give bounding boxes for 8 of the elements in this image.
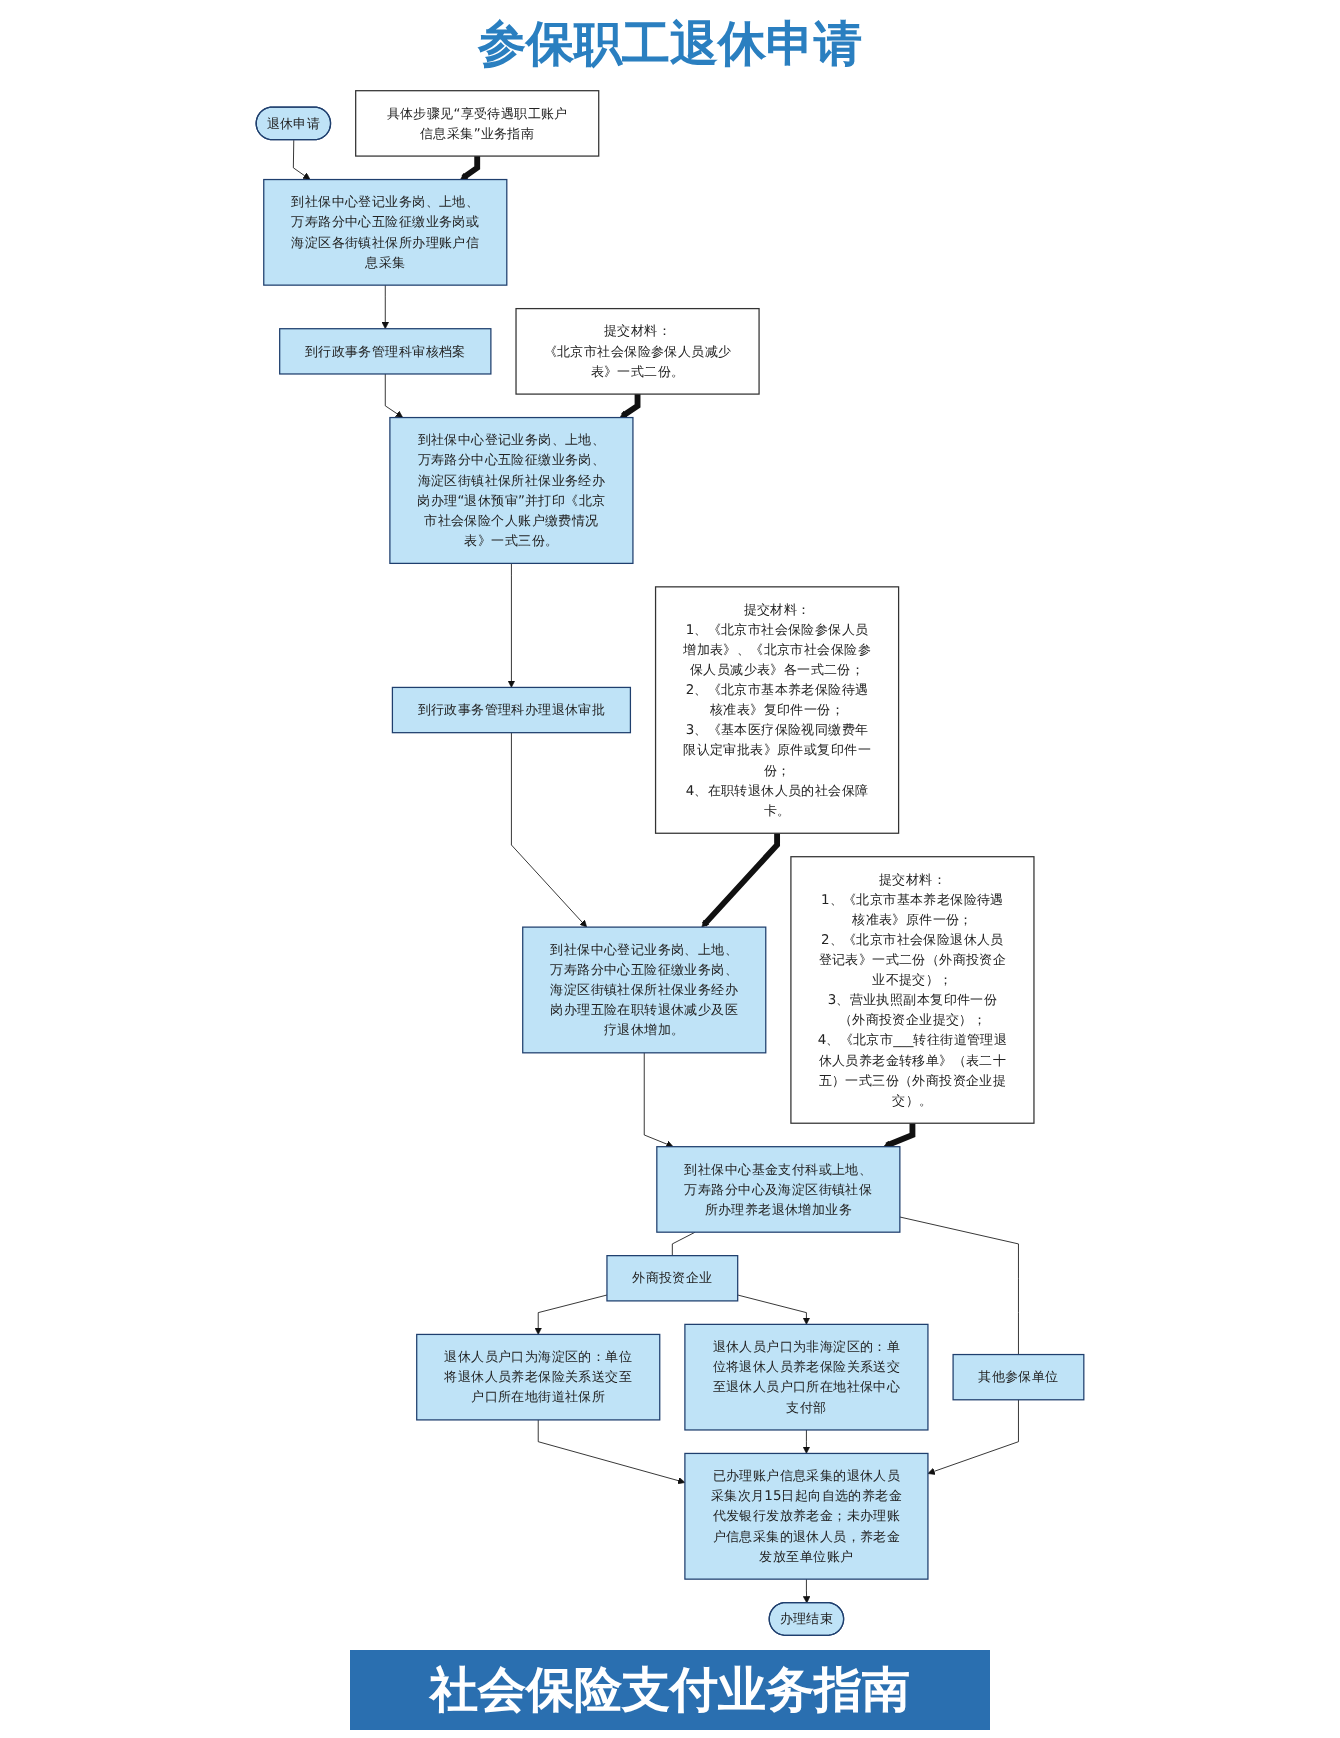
connector [899,1216,1019,1355]
connector [671,1231,696,1257]
caption-banner: 社会保险支付业务指南 [350,1650,990,1730]
title: 参保职工退休申请 [478,12,862,76]
arrow [883,1123,916,1149]
arrow [701,833,780,928]
arrow [619,394,641,419]
arrow [460,156,481,181]
